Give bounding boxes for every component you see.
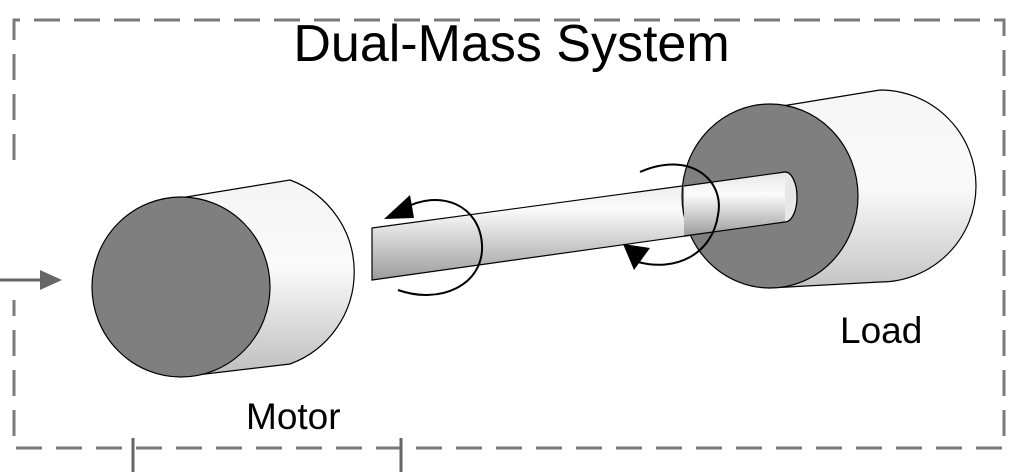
rotation-arrow-icon [623,163,720,270]
diagram-title: Dual-Mass System [293,15,730,73]
rotation-arrow-icon [384,195,484,296]
bottom-tick-marks [131,438,403,472]
load-label: Load [840,310,923,351]
system-boundary [12,18,1006,450]
motor-label: Motor [246,396,341,437]
motor-mass [91,179,355,378]
input-arrow-icon [0,270,62,290]
shaft-front [683,171,798,237]
